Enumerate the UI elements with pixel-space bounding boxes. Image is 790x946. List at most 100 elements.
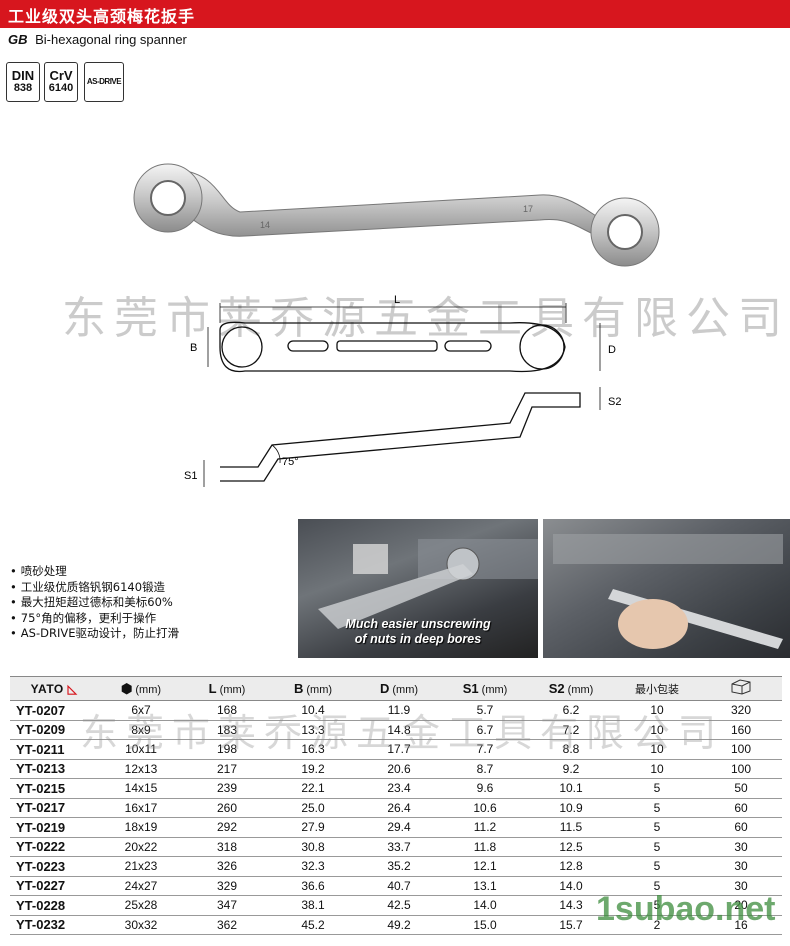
- table-cell: 12x13: [98, 759, 184, 779]
- product-code: YT-0227: [10, 876, 98, 896]
- table-cell: 5: [614, 876, 700, 896]
- table-cell: 19.2: [270, 759, 356, 779]
- table-cell: 6.7: [442, 720, 528, 740]
- table-cell: 7.2: [528, 720, 614, 740]
- table-cell: 10: [614, 700, 700, 721]
- product-code: YT-0222: [10, 837, 98, 857]
- dim-l: L: [394, 295, 400, 306]
- table-cell: 26.4: [356, 798, 442, 818]
- table-cell: 10.1: [528, 778, 614, 799]
- feature-item: AS-DRIVE驱动设计，防止打滑: [10, 626, 179, 642]
- table-cell: 9.6: [442, 778, 528, 799]
- caption-line-2: of nuts in deep bores: [354, 632, 482, 646]
- table-cell: 49.2: [356, 915, 442, 935]
- product-code: YT-0211: [10, 739, 98, 760]
- table-cell: 239: [184, 778, 270, 799]
- table-cell: 11.9: [356, 700, 442, 721]
- table-cell: 10: [614, 720, 700, 740]
- wrench-size-right: 17: [523, 204, 533, 214]
- table-cell: 35.2: [356, 856, 442, 877]
- table-cell: 100: [700, 759, 782, 779]
- table-cell: 329: [184, 876, 270, 896]
- product-code: YT-0209: [10, 720, 98, 740]
- table-cell: 60: [700, 817, 782, 838]
- table-cell: 16.3: [270, 739, 356, 760]
- table-cell: 30: [700, 856, 782, 877]
- table-cell: 183: [184, 720, 270, 740]
- table-cell: 10: [614, 759, 700, 779]
- table-cell: 30.8: [270, 837, 356, 857]
- table-cell: 12.8: [528, 856, 614, 877]
- table-cell: 12.1: [442, 856, 528, 877]
- table-cell: 6.2: [528, 700, 614, 721]
- table-cell: 25.0: [270, 798, 356, 818]
- technical-drawing: L B D S2 S1 75°: [184, 295, 621, 487]
- feature-item: 最大扭矩超过德标和美标60%: [10, 595, 179, 611]
- table-cell: 10: [614, 739, 700, 760]
- box-icon: [731, 679, 751, 695]
- table-watermark: 东莞市莱乔源五金工具有限公司: [80, 711, 725, 755]
- usage-photo-deep-bore: Much easier unscrewing of nuts in deep b…: [298, 519, 538, 658]
- table-cell: 2: [614, 915, 700, 935]
- table-cell: 14.0: [528, 876, 614, 896]
- table-cell: 20.6: [356, 759, 442, 779]
- table-cell: 27.9: [270, 817, 356, 838]
- table-cell: 11.2: [442, 817, 528, 838]
- as-drive-badge: AS-DRIVE: [84, 62, 124, 102]
- table-header-row: YATO ◺ ⬢ (mm) L (mm) B (mm) D (mm) S1 (m…: [10, 676, 782, 701]
- product-code: YT-0217: [10, 798, 98, 818]
- table-cell: 260: [184, 798, 270, 818]
- table-cell: 15.7: [528, 915, 614, 935]
- table-cell: 25x28: [98, 895, 184, 916]
- as-drive-label: AS-DRIVE: [86, 76, 122, 86]
- product-code: YT-0232: [10, 915, 98, 935]
- product-code: YT-0213: [10, 759, 98, 779]
- table-cell: 5: [614, 895, 700, 916]
- table-cell: 10.4: [270, 700, 356, 721]
- table-cell: 14x15: [98, 778, 184, 799]
- page-title: 工业级双头高颈梅花扳手: [8, 7, 196, 26]
- table-cell: 5: [614, 817, 700, 838]
- table-cell: 5: [614, 837, 700, 857]
- table-cell: 10.9: [528, 798, 614, 818]
- spec-table: YATO ◺ ⬢ (mm) L (mm) B (mm) D (mm) S1 (m…: [10, 676, 782, 935]
- feature-item: 喷砂处理: [10, 564, 179, 580]
- table-cell: 6x7: [98, 700, 184, 721]
- product-code: YT-0207: [10, 700, 98, 721]
- table-cell: 292: [184, 817, 270, 838]
- table-cell: 217: [184, 759, 270, 779]
- table-cell: 38.1: [270, 895, 356, 916]
- caption-line-1: Much easier unscrewing: [345, 617, 491, 631]
- table-cell: 24x27: [98, 876, 184, 896]
- dim-angle: 75°: [282, 456, 299, 468]
- table-cell: 168: [184, 700, 270, 721]
- col-s2: S2 (mm): [528, 676, 614, 701]
- photo-illustration: [318, 539, 538, 629]
- table-cell: 17.7: [356, 739, 442, 760]
- product-code: YT-0228: [10, 895, 98, 916]
- table-cell: 14.0: [442, 895, 528, 916]
- table-cell: 15.0: [442, 915, 528, 935]
- din-badge: DIN 838: [6, 62, 40, 102]
- table-cell: 30: [700, 837, 782, 857]
- table-cell: 5: [614, 778, 700, 799]
- wrench-size-left: 14: [260, 220, 270, 230]
- table-cell: 7.7: [442, 739, 528, 760]
- table-cell: 21x23: [98, 856, 184, 877]
- table-cell: 198: [184, 739, 270, 760]
- table-cell: 14.8: [356, 720, 442, 740]
- col-b: B (mm): [270, 676, 356, 701]
- dim-s2: S2: [608, 396, 621, 408]
- din-label: DIN: [11, 68, 35, 84]
- table-cell: 8x9: [98, 720, 184, 740]
- table-cell: 60: [700, 798, 782, 818]
- din-number: 838: [13, 82, 33, 95]
- photo-caption: Much easier unscrewing of nuts in deep b…: [298, 617, 538, 647]
- wrench-image: 14 17: [133, 163, 660, 267]
- table-cell: 347: [184, 895, 270, 916]
